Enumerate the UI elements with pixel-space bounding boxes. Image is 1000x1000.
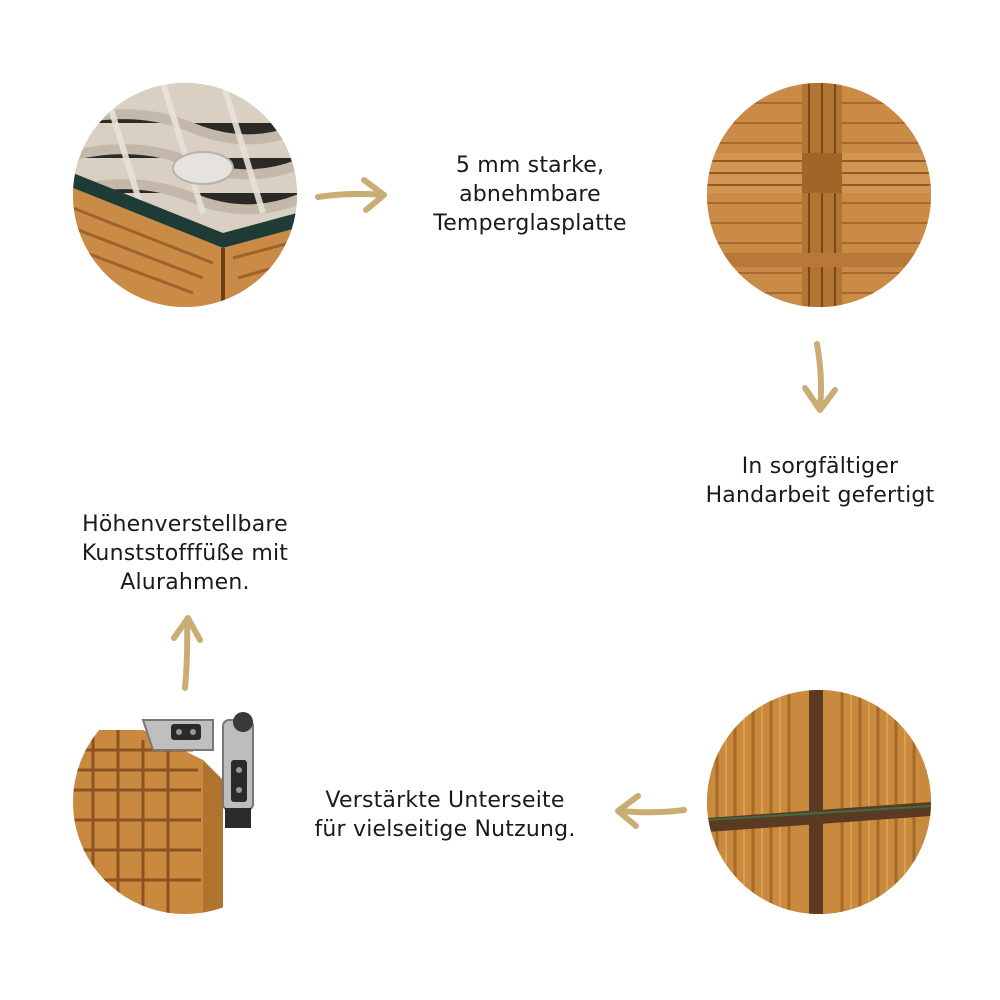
arrow-left-icon — [615, 793, 687, 829]
feet-caption-line-3: Alurahmen. — [120, 570, 250, 595]
handmade-caption-line-1: In sorgfältiger — [741, 454, 899, 479]
handmade-weave-image — [707, 83, 931, 307]
arrow-up-icon — [171, 615, 203, 691]
feet-caption-line-1: Höhenverstellbare — [82, 512, 288, 537]
glass-top-image — [73, 83, 297, 307]
weave-photo — [707, 83, 931, 307]
adjustable-feet-image — [73, 690, 297, 914]
feet-caption: Höhenverstellbare Kunststofffüße mit Alu… — [55, 510, 315, 597]
arrow-right-icon — [315, 177, 387, 213]
underside-weave-image — [707, 690, 931, 914]
glass-caption-line-1: 5 mm starke, — [455, 153, 605, 178]
handmade-caption: In sorgfältiger Handarbeit gefertigt — [680, 452, 960, 510]
underside-caption-line-2: für vielseitige Nutzung. — [314, 817, 576, 842]
glass-caption-line-3: Temperglasplatte — [433, 211, 627, 236]
feet-photo — [73, 690, 297, 914]
glass-caption-line-2: abnehmbare — [459, 182, 601, 207]
feet-caption-line-2: Kunststofffüße mit — [81, 541, 289, 566]
underside-photo — [707, 690, 931, 914]
handmade-caption-line-2: Handarbeit gefertigt — [705, 483, 935, 508]
underside-caption-line-1: Verstärkte Unterseite — [325, 788, 565, 813]
glass-top-caption: 5 mm starke, abnehmbare Temperglasplatte — [400, 151, 660, 238]
underside-caption: Verstärkte Unterseite für vielseitige Nu… — [300, 786, 590, 844]
glass-top-photo — [73, 83, 297, 307]
arrow-down-icon — [802, 341, 838, 413]
